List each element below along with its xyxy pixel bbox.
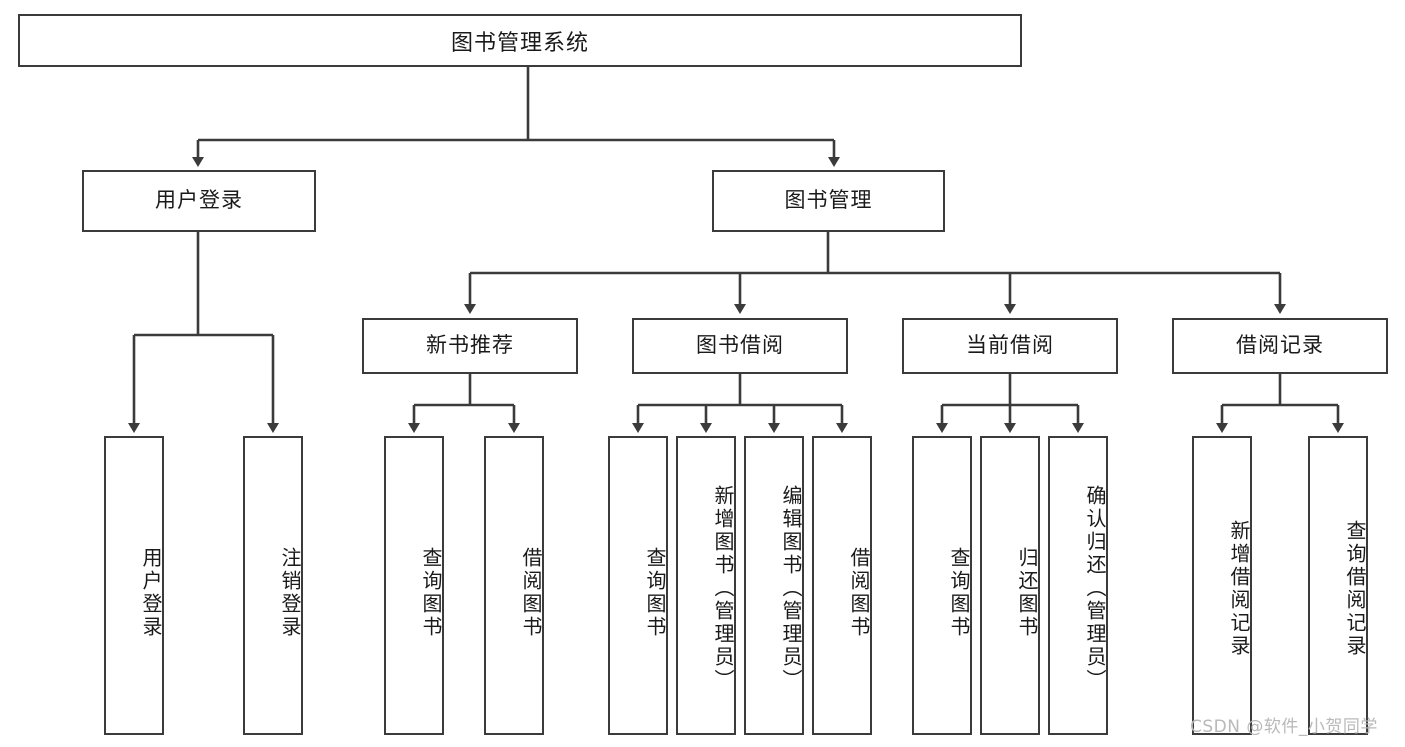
node-leaf-query-book-current[interactable]: 查询图书 (912, 436, 972, 735)
csdn-watermark: CSDN @软件_小贺同学 (1190, 717, 1378, 737)
node-label: 查询借阅记录 (1343, 519, 1367, 658)
node-label: 查询图书 (947, 546, 971, 639)
node-label: 图书管理 (784, 188, 873, 213)
node-label: 确认归还（管理员） (1083, 485, 1107, 692)
node-leaf-return-book[interactable]: 归还图书 (980, 436, 1040, 735)
node-label: 借阅图书 (519, 546, 543, 639)
node-label: 用户登录 (139, 546, 163, 639)
node-label: 图书管理系统 (450, 30, 589, 56)
node-label: 当前借阅 (966, 333, 1054, 358)
node-label: 图书借阅 (696, 333, 784, 358)
node-leaf-borrow-book-recommend[interactable]: 借阅图书 (484, 436, 544, 735)
node-label: 归还图书 (1015, 546, 1039, 639)
node-leaf-add-borrow-record[interactable]: 新增借阅记录 (1192, 436, 1252, 735)
node-label: 借阅记录 (1236, 333, 1324, 358)
node-label: 新增借阅记录 (1227, 519, 1251, 658)
node-label: 注销登录 (278, 546, 302, 639)
node-label: 编辑图书（管理员） (779, 485, 803, 692)
node-leaf-borrow-book[interactable]: 借阅图书 (812, 436, 872, 735)
node-root-system[interactable]: 图书管理系统 (18, 14, 1022, 67)
node-leaf-query-borrow-record[interactable]: 查询借阅记录 (1308, 436, 1368, 735)
node-label: 查询图书 (419, 546, 443, 639)
node-leaf-edit-book-admin[interactable]: 编辑图书（管理员） (744, 436, 804, 735)
node-label: 查询图书 (643, 546, 667, 639)
node-leaf-add-book-admin[interactable]: 新增图书（管理员） (676, 436, 736, 735)
node-leaf-logout[interactable]: 注销登录 (243, 436, 303, 735)
node-label: 新书推荐 (426, 333, 514, 358)
node-user-login[interactable]: 用户登录 (82, 170, 316, 232)
node-label: 用户登录 (155, 188, 243, 213)
node-book-borrow[interactable]: 图书借阅 (632, 318, 848, 374)
node-current-borrow[interactable]: 当前借阅 (902, 318, 1118, 374)
node-label: 新增图书（管理员） (711, 485, 735, 692)
node-leaf-user-login[interactable]: 用户登录 (104, 436, 164, 735)
node-borrow-records[interactable]: 借阅记录 (1172, 318, 1388, 374)
node-leaf-query-book-borrow[interactable]: 查询图书 (608, 436, 668, 735)
node-book-management[interactable]: 图书管理 (712, 170, 945, 232)
node-label: 借阅图书 (847, 546, 871, 639)
node-leaf-confirm-return-admin[interactable]: 确认归还（管理员） (1048, 436, 1108, 735)
node-leaf-query-book-recommend[interactable]: 查询图书 (384, 436, 444, 735)
node-new-book-recommend[interactable]: 新书推荐 (362, 318, 578, 374)
